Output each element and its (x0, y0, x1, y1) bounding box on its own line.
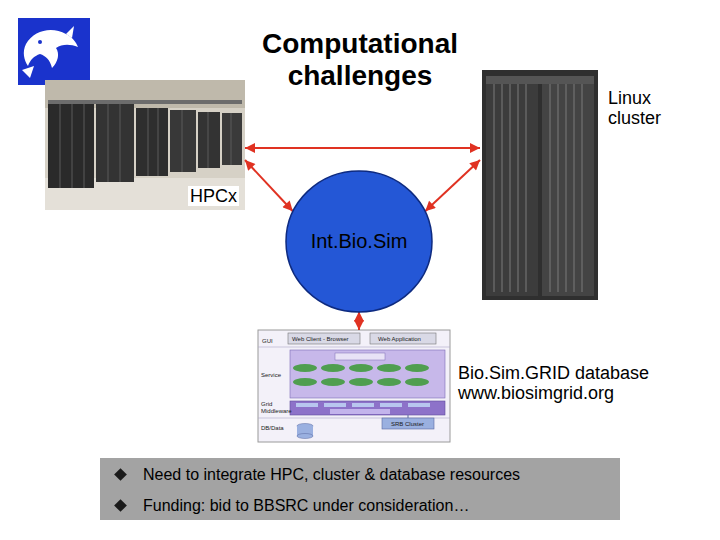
connector-arrow (358, 312, 360, 331)
linux-cluster-photo (482, 70, 598, 300)
figure-label: Web Application (378, 336, 421, 343)
connector-arrow (425, 160, 480, 211)
node-label: HPCx (188, 186, 239, 206)
hpcx-photo (45, 80, 245, 210)
linux-cluster-node: Linux cluster (480, 68, 600, 302)
node-label: Linux cluster (608, 88, 708, 128)
int-bio-sim-ellipse: Int.Bio.Sim (285, 170, 433, 313)
figure-label: GUI (262, 338, 273, 345)
figure-label: DB/Data (261, 425, 284, 432)
logo (18, 18, 90, 85)
slide-title: Computational challenges (225, 28, 495, 92)
node-label: Bio.Sim.GRID database www.biosimgrid.org (458, 363, 663, 403)
bullet-item: Need to integrate HPC, cluster & databas… (143, 466, 520, 484)
architecture-figure (258, 330, 450, 442)
bullet-item: Funding: bid to BBSRC under consideratio… (143, 497, 469, 515)
figure-label: Service (261, 372, 281, 379)
ellipse-shape (286, 171, 432, 312)
node-label: Int.Bio.Sim (285, 170, 433, 313)
figure-label: Web Client - Browser (292, 336, 349, 343)
hpcx-node: HPCx (45, 80, 245, 210)
connector-arrow (245, 147, 480, 149)
figure-label: Grid Middleware (261, 401, 288, 414)
connector-arrow (245, 160, 293, 211)
figure-label: SRB Cluster (391, 421, 424, 428)
bullet-band: Need to integrate HPC, cluster & databas… (100, 458, 620, 520)
